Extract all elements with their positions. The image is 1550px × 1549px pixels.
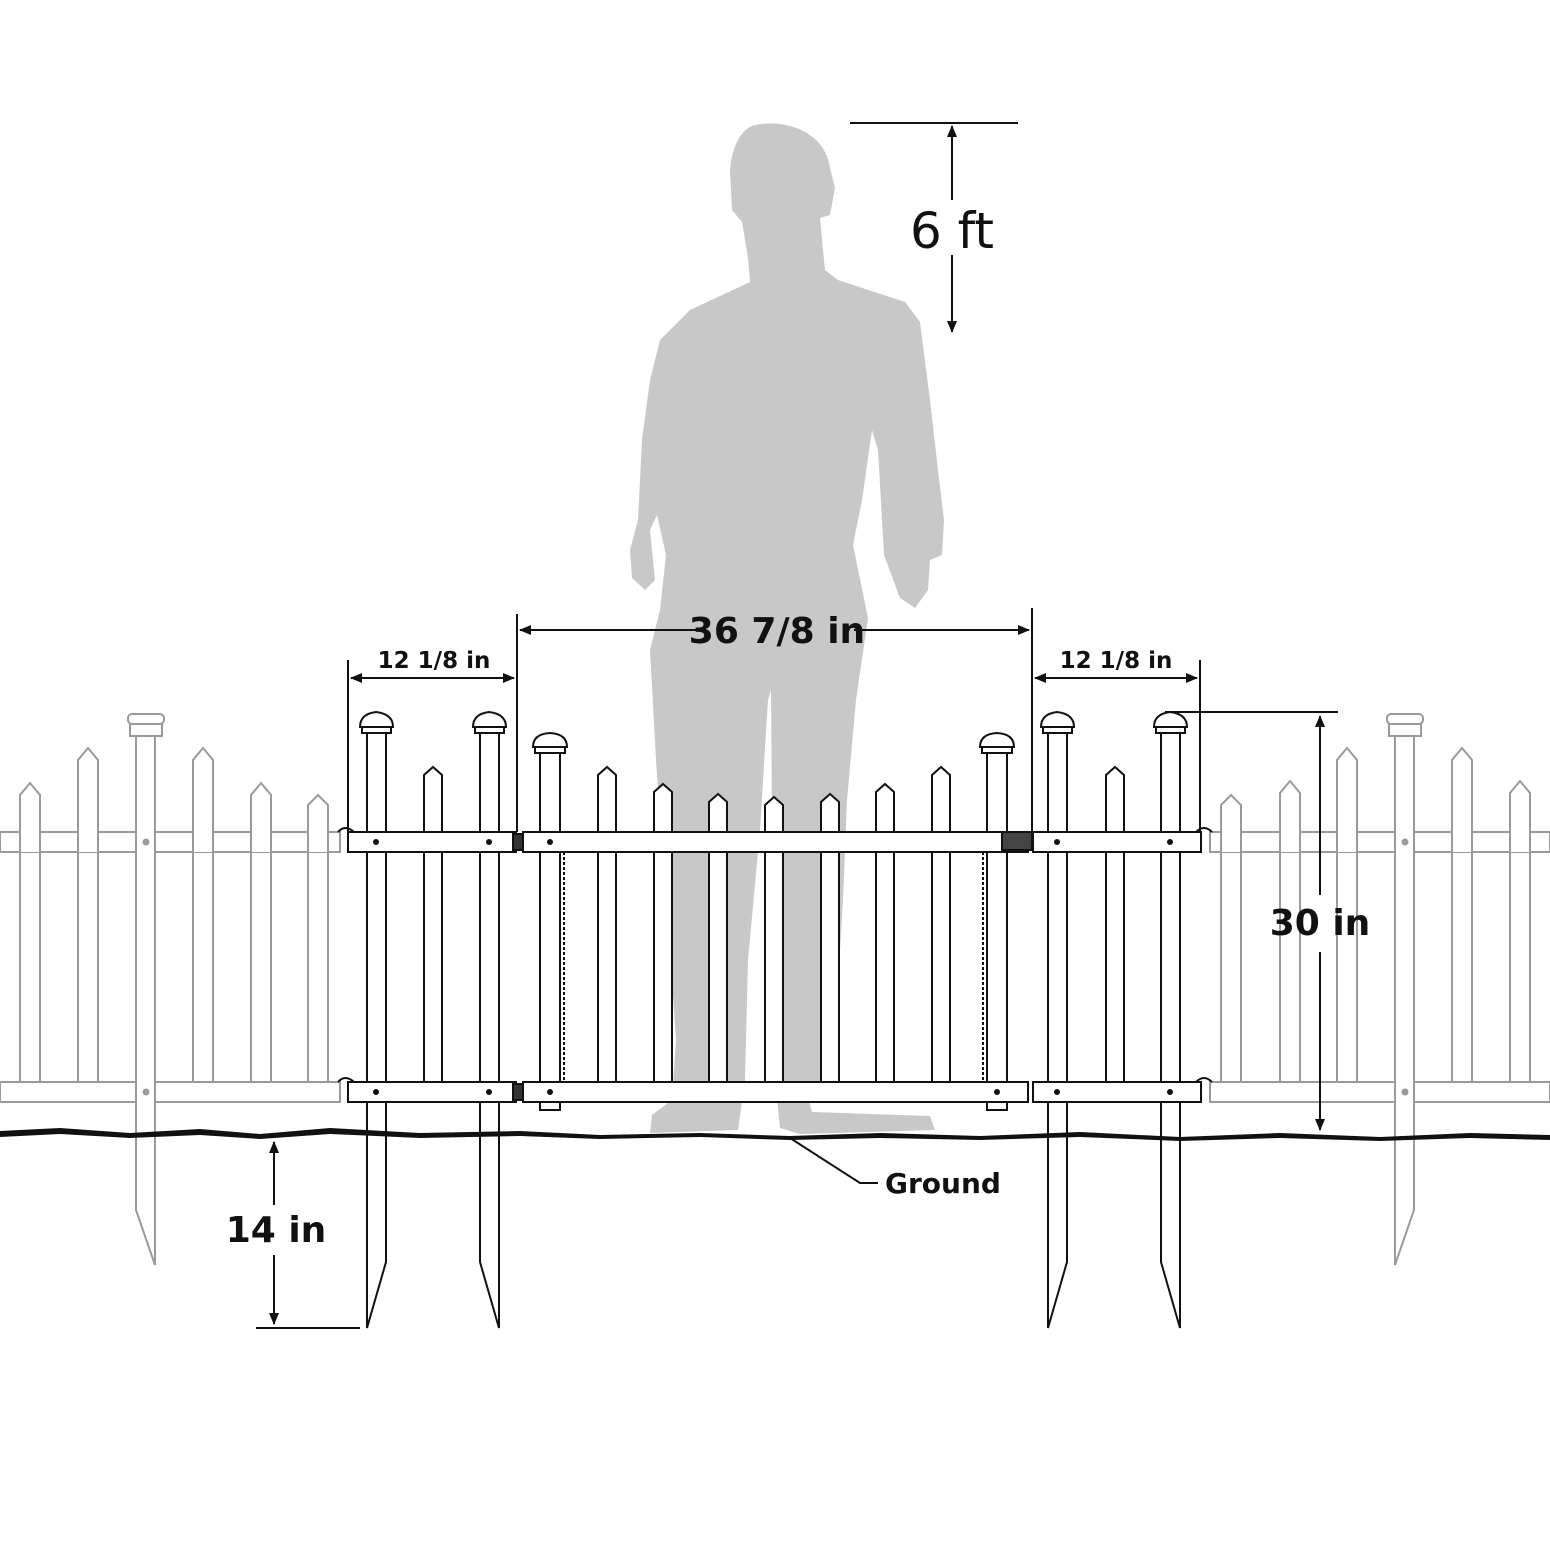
ground-label: Ground — [885, 1167, 1001, 1200]
person-height-label: 6 ft — [910, 202, 994, 260]
post-caps — [358, 710, 1189, 754]
background-fence-right — [1209, 713, 1550, 1266]
rail-screws — [373, 839, 1173, 1095]
background-fence-left — [0, 713, 341, 1266]
right-panel-width-label: 12 1/8 in — [1060, 648, 1173, 674]
gate-width-label: 36 7/8 in — [689, 611, 865, 652]
fence-height-label: 30 in — [1270, 903, 1371, 944]
foreground-fence — [337, 710, 1213, 1111]
ground-line — [0, 1128, 1550, 1141]
stake-depth-label: 14 in — [226, 1210, 327, 1251]
left-panel-width-label: 12 1/8 in — [378, 648, 491, 674]
fence-stakes — [366, 1102, 1181, 1329]
dimension-lines — [256, 122, 1338, 1329]
